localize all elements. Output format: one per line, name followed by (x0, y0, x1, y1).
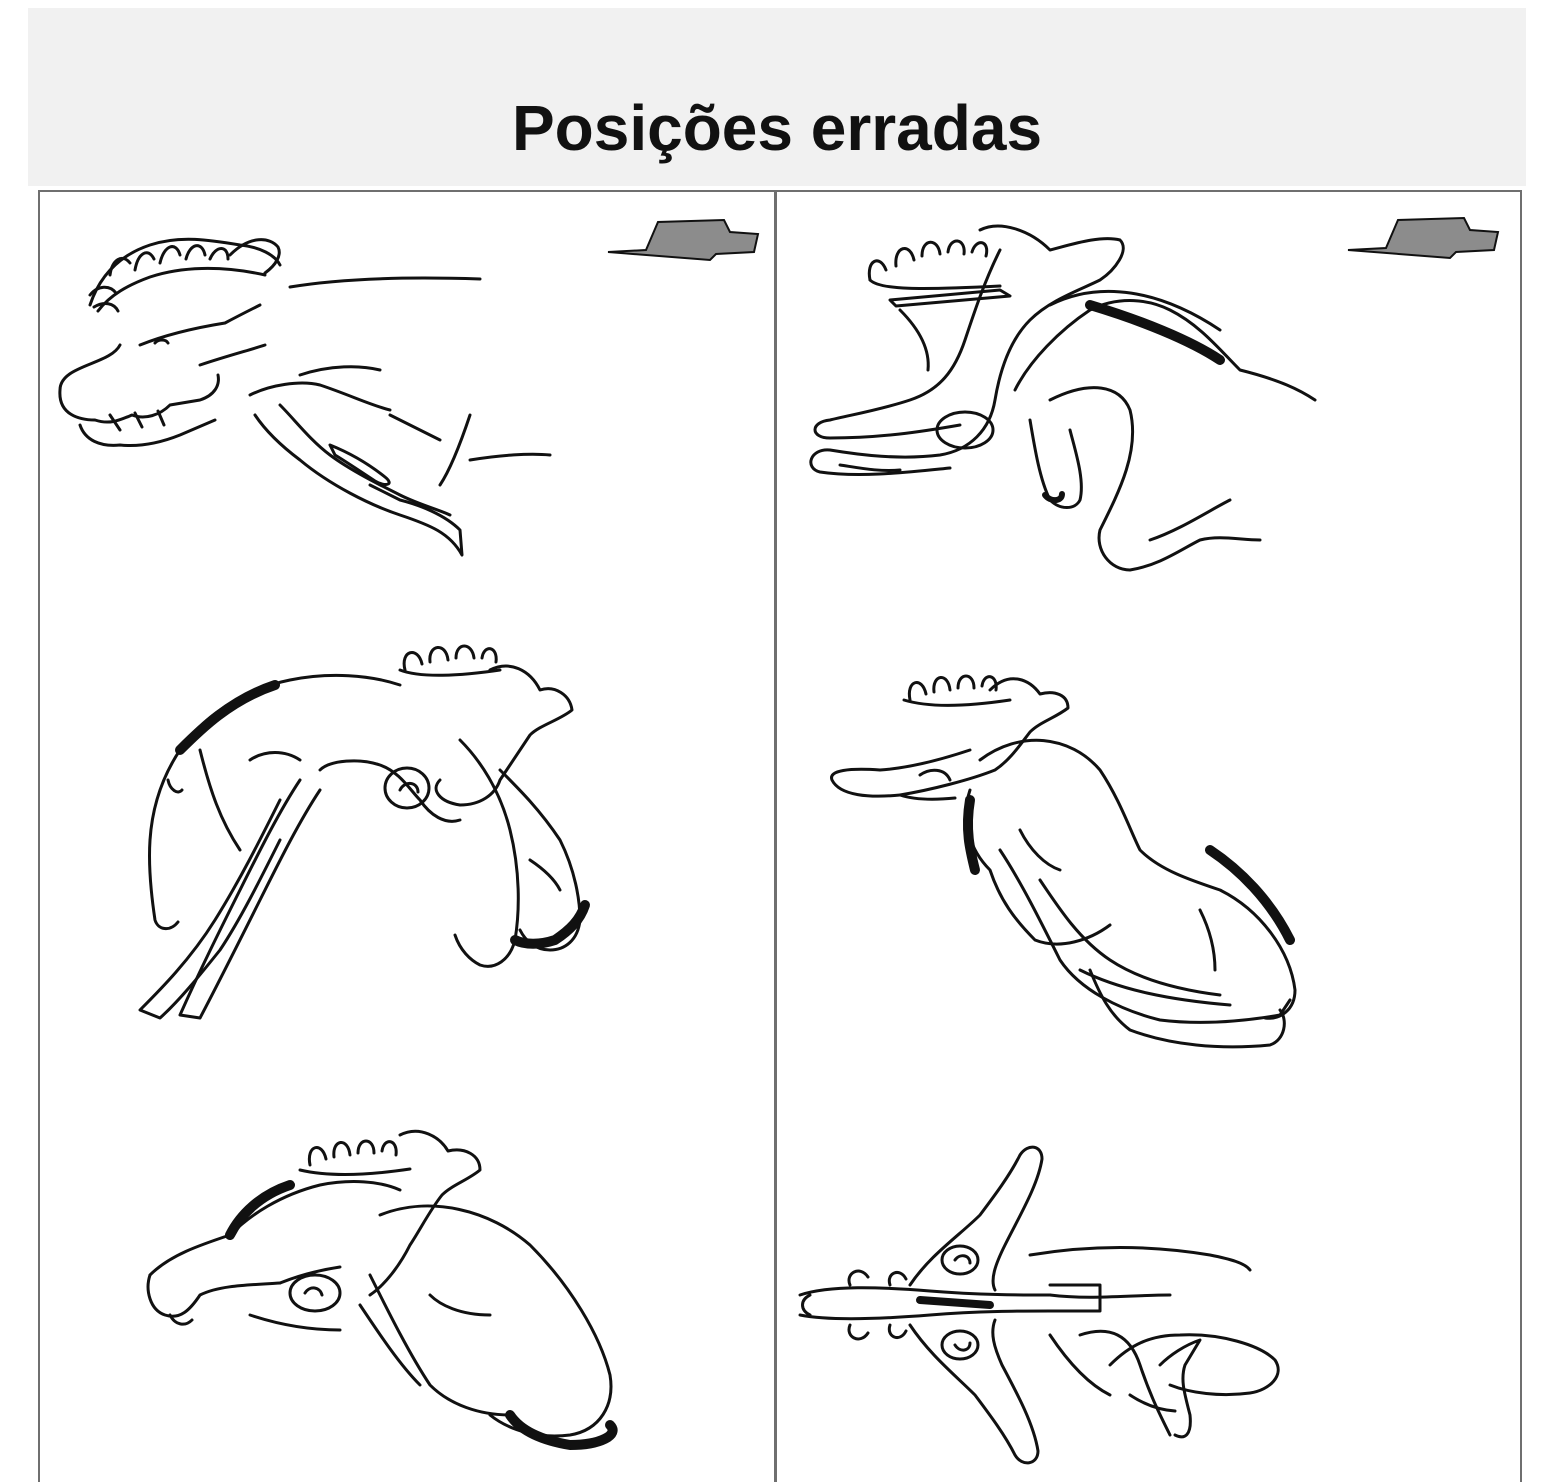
panel-right-bottom (790, 1135, 1300, 1475)
panel-left-middle (100, 640, 600, 1030)
figure-frame (38, 190, 1522, 1482)
foal-illustration (790, 1135, 1300, 1475)
direction-marker-icon (1346, 210, 1506, 260)
panel-right-top (800, 210, 1340, 590)
panel-right-middle (820, 650, 1310, 1070)
panel-left-top (50, 215, 570, 575)
foal-illustration (130, 1115, 670, 1465)
foal-illustration (100, 640, 600, 1030)
foal-illustration (800, 210, 1340, 590)
column-divider (774, 190, 777, 1482)
foal-illustration (50, 215, 570, 575)
figure-title: Posições erradas (511, 92, 1043, 164)
panel-left-bottom (130, 1115, 670, 1465)
title-header: Posições erradas (28, 8, 1526, 186)
foal-illustration (820, 650, 1310, 1070)
direction-marker-icon (606, 212, 766, 262)
